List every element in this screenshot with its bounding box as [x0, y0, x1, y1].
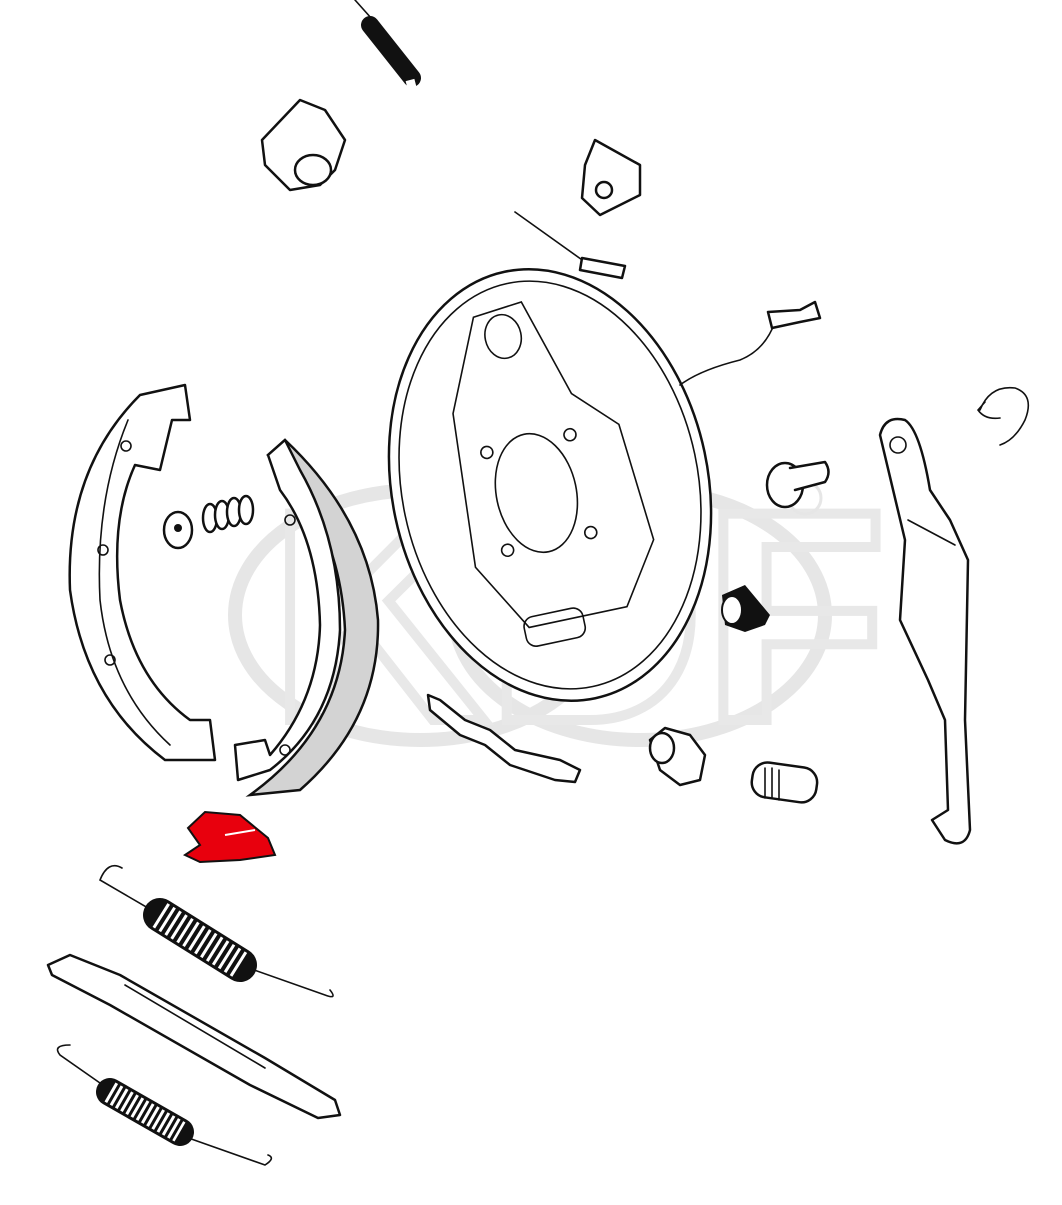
handbrake-cable	[354, 0, 627, 280]
brake-shoe-right	[233, 438, 380, 797]
brake-shoe-left	[68, 383, 217, 762]
brake-pin	[765, 460, 830, 509]
rubber-boot	[721, 585, 770, 632]
backing-plate	[387, 267, 713, 703]
highlighted-clip[interactable]	[182, 810, 277, 864]
return-spring-lower	[56, 1044, 273, 1166]
brake-line	[679, 300, 822, 386]
adjuster-bolt	[750, 761, 819, 804]
retaining-clip	[580, 138, 642, 217]
shoe-hold-spring	[201, 494, 255, 534]
adjuster-strut	[426, 693, 582, 784]
connecting-link	[46, 953, 342, 1120]
spring-clip	[976, 386, 1030, 446]
washer	[162, 510, 194, 550]
return-spring-upper	[99, 864, 334, 998]
adjuster-star-wheel	[648, 726, 707, 787]
cable-clip	[260, 98, 347, 192]
handbrake-lever	[878, 417, 972, 845]
